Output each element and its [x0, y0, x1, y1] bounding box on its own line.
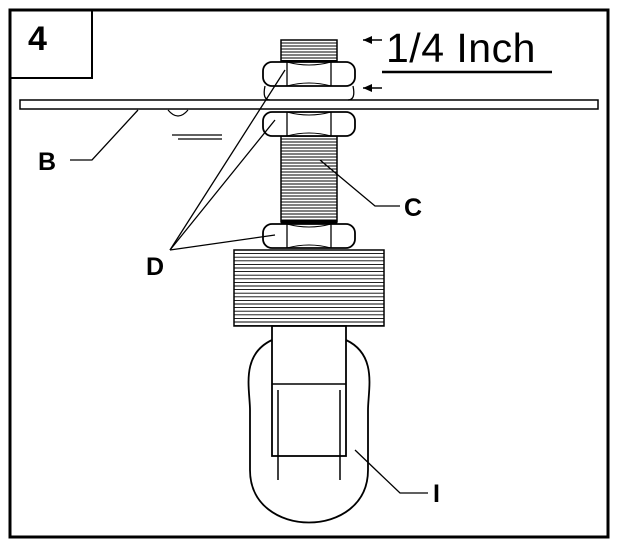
- stud-top: [280, 39, 338, 64]
- leader-d-1: [169, 69, 286, 251]
- nut-top: [262, 61, 356, 101]
- leader-c: [319, 159, 400, 207]
- leader-i: [354, 449, 428, 494]
- leader-b: [70, 109, 139, 161]
- nut-middle: [262, 111, 356, 137]
- step-number: 4: [28, 20, 47, 58]
- measurement-label: 1/4 Inch: [386, 25, 536, 71]
- measure-arrows: [363, 36, 382, 92]
- panel-mark: [167, 109, 189, 117]
- label-c: C: [404, 194, 423, 222]
- float-i: [247, 325, 371, 524]
- threaded-rod-c: [280, 135, 338, 224]
- label-b: B: [38, 148, 57, 176]
- label-i: I: [433, 480, 440, 508]
- leader-d-3: [169, 234, 276, 251]
- step-box: [10, 10, 93, 79]
- label-d: D: [146, 253, 165, 281]
- panel-b: [19, 99, 599, 110]
- nut-bottom: [262, 223, 356, 249]
- threaded-housing: [233, 249, 385, 327]
- leader-d-2: [169, 119, 276, 251]
- outer-frame: [8, 8, 610, 539]
